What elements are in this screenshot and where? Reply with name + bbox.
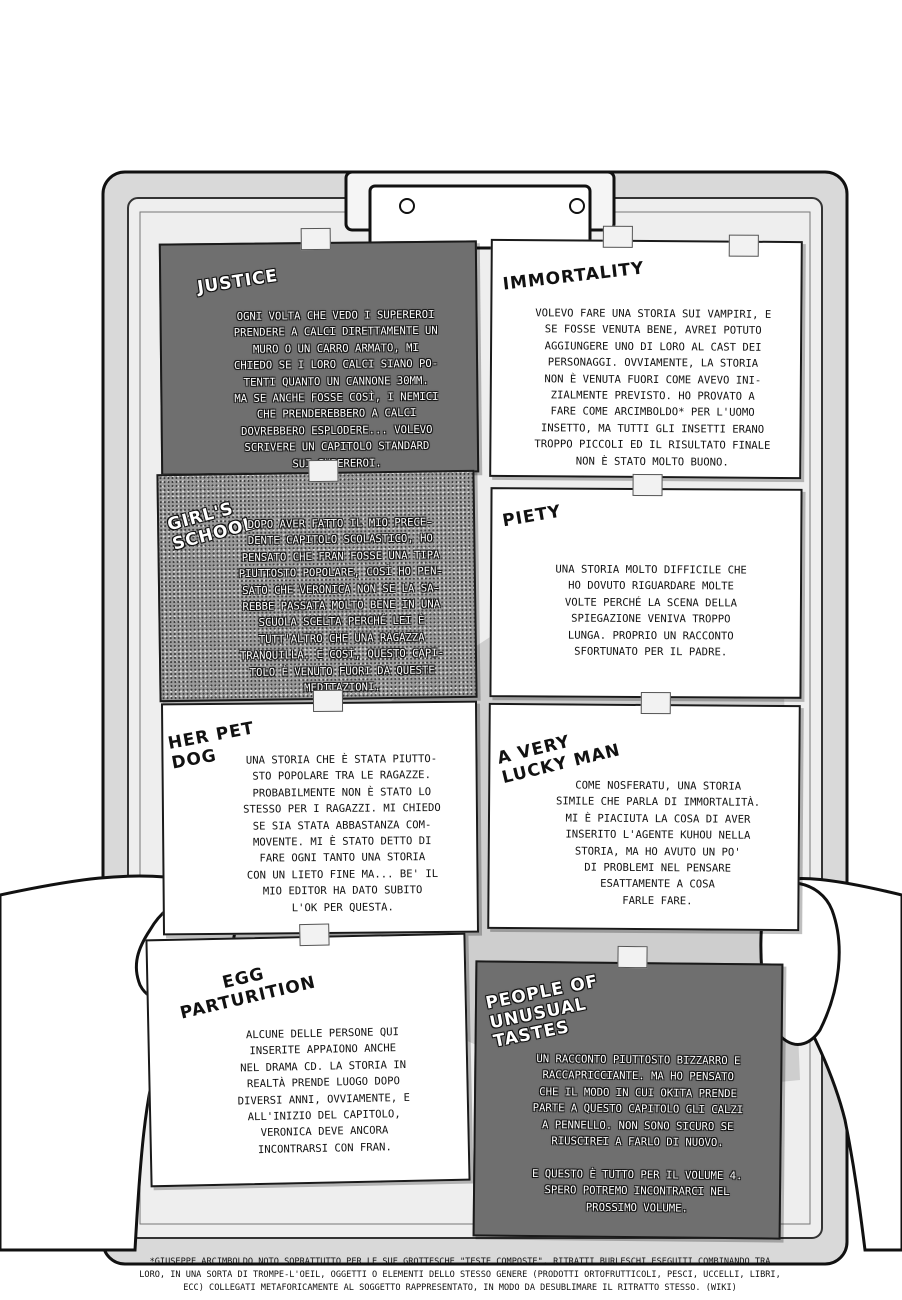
note-title-immortality: IMMORTALITY [501, 258, 646, 295]
tape-justice [300, 227, 331, 251]
note-girls-school: GIRL'S SCHOOL DOPO AVER FATTO IL MIO PRE… [156, 459, 478, 703]
note-body-girls-school: DOPO AVER FATTO IL MIO PRECE- DENTE CAPI… [238, 516, 445, 695]
tape-a-very-lucky-man [640, 691, 671, 715]
note-a-very-lucky-man: A VERY LUCKY MAN COME NOSFERATU, UNA STO… [487, 691, 801, 932]
note-piety: PIETY UNA STORIA MOLTO DIFFICILE CHE HO … [489, 473, 803, 699]
note-immortality: IMMORTALITY VOLEVO FARE UNA STORIA SUI V… [489, 225, 803, 480]
tape-immortality-right [728, 234, 759, 257]
footnote: *GIUSEPPE ARCIMBOLDO NOTO SOPRATTUTTO PE… [139, 1257, 781, 1293]
clip-rivet-right [569, 198, 585, 214]
note-title-egg-parturition: EGG PARTURITION [178, 963, 318, 1024]
note-body-people-of-unusual-tastes: UN RACCONTO PIUTTOSTO BIZZARRO E RACCAPR… [531, 1053, 744, 1215]
note-title-justice: JUSTICE [196, 265, 280, 298]
note-body-her-pet-dog: UNA STORIA CHE È STATA PIUTTO- STO POPOL… [243, 752, 441, 914]
note-egg-parturition: EGG PARTURITION ALCUNE DELLE PERSONE QUI… [145, 923, 471, 1188]
note-body-justice: OGNI VOLTA CHE VEDO I SUPEREROI PRENDERE… [233, 308, 439, 470]
tape-immortality [602, 225, 633, 248]
tape-people-of-unusual-tastes [617, 945, 648, 969]
note-her-pet-dog: HER PET DOG UNA STORIA CHE È STATA PIUTT… [160, 689, 480, 936]
note-body-piety: UNA STORIA MOLTO DIFFICILE CHE HO DOVUTO… [555, 563, 747, 659]
note-people-of-unusual-tastes: PEOPLE OF UNUSUAL TASTES UN RACCONTO PIU… [472, 945, 784, 1240]
clip-rivet-left [399, 198, 415, 214]
note-body-a-very-lucky-man: COME NOSFERATU, UNA STORIA SIMILE CHE PA… [555, 779, 761, 908]
note-title-piety: PIETY [501, 501, 563, 532]
tape-piety [632, 473, 663, 497]
note-body-immortality: VOLEVO FARE UNA STORIA SUI VAMPIRI, E SE… [534, 307, 772, 469]
note-title-people-of-unusual-tastes: PEOPLE OF UNUSUAL TASTES [484, 971, 601, 1052]
tape-her-pet-dog [312, 689, 344, 713]
note-body-egg-parturition: ALCUNE DELLE PERSONE QUI INSERITE APPAIO… [237, 1026, 411, 1156]
tape-girls-school [308, 459, 339, 483]
note-justice: JUSTICE OGNI VOLTA CHE VEDO I SUPEREROI … [158, 227, 480, 476]
clip-plate [368, 184, 592, 250]
tape-egg-parturition [299, 923, 330, 947]
